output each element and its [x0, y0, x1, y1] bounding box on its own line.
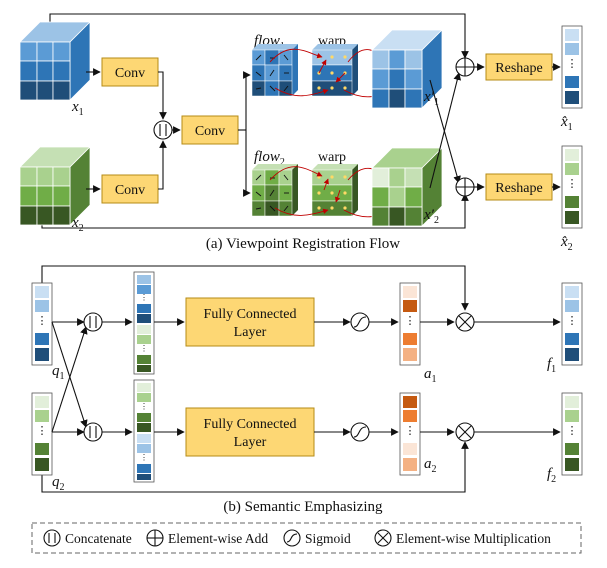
warp-label-2: warp — [318, 150, 346, 165]
svg-text:⋮: ⋮ — [37, 425, 48, 437]
caption-a: (a) Viewpoint Registration Flow — [206, 236, 400, 252]
output-vector-f2: ⋮ — [561, 392, 583, 476]
legend-sigmoid-icon — [283, 529, 301, 547]
legend-add: Element-wise Add — [168, 531, 268, 546]
add-op-1 — [455, 57, 475, 77]
warp-grid-2 — [311, 164, 358, 217]
multiply-op-2 — [455, 422, 475, 442]
flow-field-2 — [251, 164, 298, 217]
svg-text:⋮: ⋮ — [140, 402, 148, 411]
legend-concat-icon — [43, 529, 61, 547]
svg-text:⋮: ⋮ — [405, 425, 416, 437]
warped-cube-x2 — [371, 147, 443, 227]
legend: Concatenate Element-wise Add Sigmoid Ele… — [31, 522, 582, 554]
var-q1: q1 — [52, 363, 65, 382]
fc-layer-1: Fully Connected Layer — [185, 297, 315, 347]
svg-text:Conv: Conv — [115, 183, 145, 198]
legend-sigmoid: Sigmoid — [305, 531, 351, 546]
svg-text:⋮: ⋮ — [37, 315, 48, 327]
reshape-box-2: Reshape — [485, 173, 553, 201]
sigmoid-op-1 — [350, 312, 370, 332]
panel-b: ⋮ q1 ⋮ q2 — [31, 265, 583, 515]
legend-multiply-icon — [374, 529, 392, 547]
var-x2-prime: x′2 — [423, 207, 439, 226]
caption-b: (b) Semantic Emphasizing — [223, 499, 383, 515]
skip-line-top — [49, 13, 469, 59]
warped-cube-x1 — [371, 29, 443, 109]
svg-text:Reshape: Reshape — [495, 61, 542, 76]
legend-concatenate: Concatenate — [65, 531, 132, 546]
svg-text:Fully Connected: Fully Connected — [204, 307, 297, 322]
attention-vector-a1: ⋮ — [399, 282, 421, 366]
var-f2: f2 — [547, 466, 556, 485]
reshape-box-1: Reshape — [485, 53, 553, 81]
svg-text:⋮: ⋮ — [567, 178, 578, 190]
var-f1: f1 — [547, 356, 556, 375]
concat-op-b2 — [83, 422, 103, 442]
svg-text:⋮: ⋮ — [405, 315, 416, 327]
svg-text:Conv: Conv — [115, 66, 145, 81]
fc-layer-2: Fully Connected Layer — [185, 407, 315, 457]
svg-text:Conv: Conv — [195, 124, 225, 139]
svg-text:Reshape: Reshape — [495, 181, 542, 196]
conv-box-2: Conv — [101, 174, 159, 204]
multiply-op-1 — [455, 312, 475, 332]
panel-a: x1 x2 Conv Conv — [19, 13, 583, 253]
var-x2: x2 — [71, 215, 84, 234]
var-a2: a2 — [424, 456, 437, 475]
svg-text:⋮: ⋮ — [140, 293, 148, 302]
svg-text:⋮: ⋮ — [140, 344, 148, 353]
svg-text:⋮: ⋮ — [567, 58, 578, 70]
svg-text:Layer: Layer — [234, 325, 267, 340]
conv-box-3: Conv — [181, 115, 239, 145]
input-vector-q1: ⋮ — [31, 282, 53, 366]
concat-vector-2: ⋮ ⋮ — [133, 379, 155, 483]
input-cube-x1 — [19, 21, 91, 101]
output-vector-x1-hat: ⋮ — [561, 25, 583, 109]
attention-vector-a2: ⋮ — [399, 392, 421, 476]
var-x2-hat: x̂2 — [560, 234, 573, 253]
output-vector-x2-hat: ⋮ — [561, 145, 583, 229]
conv-box-1: Conv — [101, 57, 159, 87]
var-q2: q2 — [52, 474, 65, 493]
legend-add-icon — [146, 529, 164, 547]
concat-vector-1: ⋮ ⋮ — [133, 271, 155, 375]
add-op-2 — [455, 177, 475, 197]
svg-text:⋮: ⋮ — [140, 453, 148, 462]
var-x1-hat: x̂1 — [560, 114, 573, 133]
concat-op-b1 — [83, 312, 103, 332]
output-vector-f1: ⋮ — [561, 282, 583, 366]
var-a1: a1 — [424, 366, 437, 385]
concat-op-a — [153, 120, 173, 140]
var-x1: x1 — [71, 99, 84, 118]
legend-multiply: Element-wise Multiplication — [396, 531, 551, 546]
svg-text:Fully Connected: Fully Connected — [204, 417, 297, 432]
input-vector-q2: ⋮ — [31, 392, 53, 476]
svg-text:⋮: ⋮ — [567, 315, 578, 327]
sigmoid-op-2 — [350, 422, 370, 442]
flow-label-2: flow2 — [254, 149, 285, 168]
svg-text:⋮: ⋮ — [567, 425, 578, 437]
flow-field-1 — [251, 44, 298, 97]
warp-grid-1 — [311, 44, 358, 97]
svg-text:Layer: Layer — [234, 435, 267, 450]
input-cube-x2 — [19, 146, 91, 226]
